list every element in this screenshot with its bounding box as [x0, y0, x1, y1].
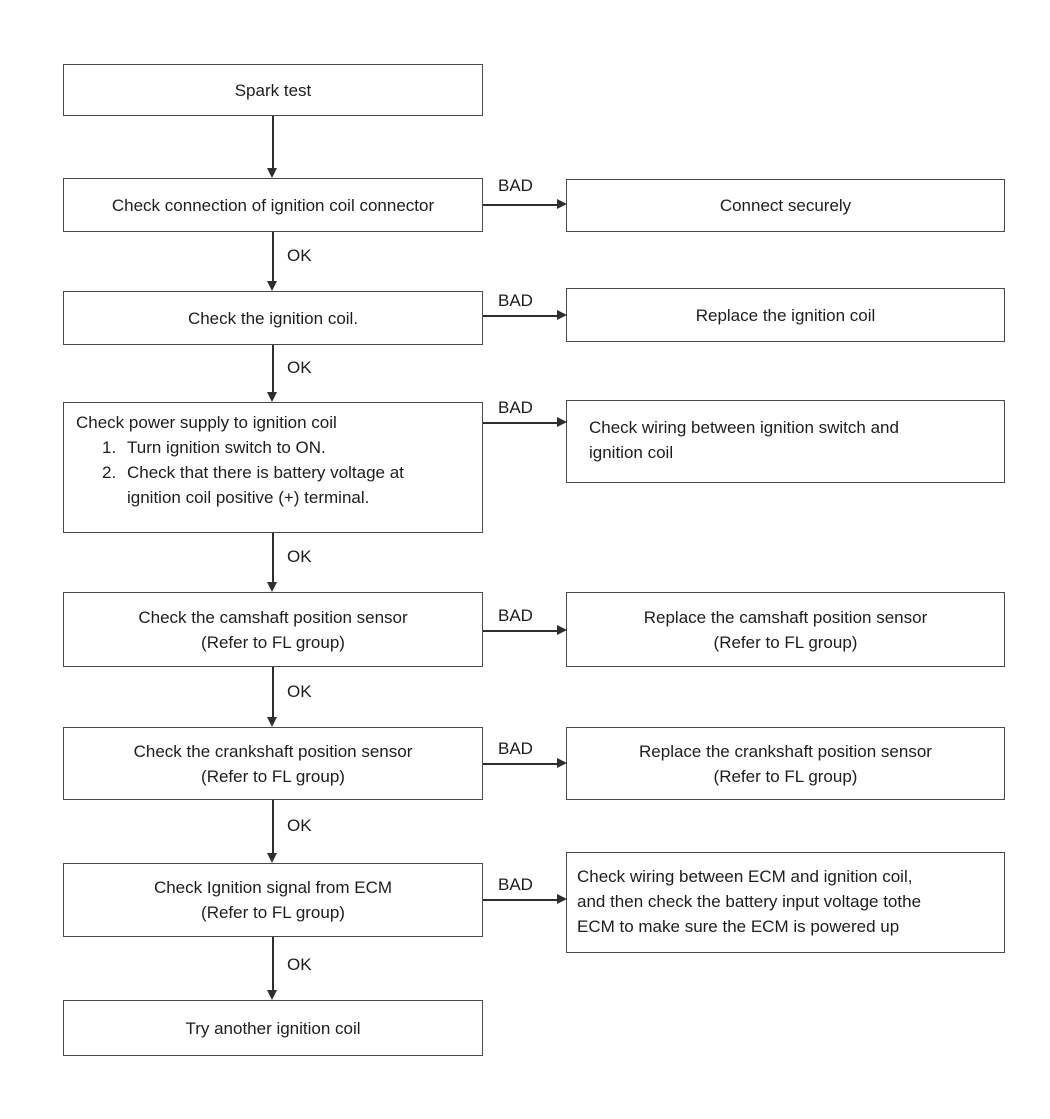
node-check-ignition-coil-label: Check the ignition coil.	[187, 308, 359, 328]
node-replace-camshaft-line1: Replace the camshaft position sensor	[643, 607, 928, 627]
arrow-down-icon	[267, 168, 277, 178]
node-check-ecm-signal: Check Ignition signal from ECM (Refer to…	[63, 863, 483, 937]
bad-label: BAD	[498, 176, 533, 195]
node-replace-ignition-coil-label: Replace the ignition coil	[695, 305, 876, 325]
wiring-ecm-line3: ECM to make sure the ECM is powered up	[577, 917, 900, 936]
connector-v6-line	[272, 800, 274, 854]
node-check-crankshaft-line1: Check the crankshaft position sensor	[133, 741, 413, 761]
node-replace-camshaft-line2: (Refer to FL group)	[713, 632, 858, 652]
list-number: 1.	[102, 438, 117, 457]
arrow-down-icon	[267, 392, 277, 402]
connector-h3-line	[483, 315, 558, 317]
node-check-wiring-ignition-switch: Check wiring between ignition switch and…	[566, 400, 1005, 483]
power-supply-step-1: 1. Turn ignition switch to ON.	[76, 435, 472, 460]
connector-h7-line	[483, 899, 558, 901]
node-check-camshaft-sensor: Check the camshaft position sensor (Refe…	[63, 592, 483, 667]
node-spark-test-label: Spark test	[234, 80, 312, 100]
node-try-another-coil: Try another ignition coil	[63, 1000, 483, 1056]
node-check-ecm-signal-line2: (Refer to FL group)	[201, 903, 345, 922]
power-supply-title: Check power supply to ignition coil	[76, 413, 337, 432]
connector-v5-line	[272, 667, 274, 718]
arrow-down-icon	[267, 990, 277, 1000]
connector-v1-line	[272, 116, 274, 169]
bad-label: BAD	[498, 739, 533, 758]
node-check-connector-label: Check connection of ignition coil connec…	[111, 195, 435, 215]
bad-label: BAD	[498, 398, 533, 417]
connector-v3-line	[272, 345, 274, 393]
connector-v2-line	[272, 232, 274, 282]
ok-label: OK	[287, 246, 312, 265]
wiring-ecm-line2: and then check the battery input voltage…	[577, 892, 922, 911]
arrow-right-icon	[557, 310, 567, 320]
node-check-crankshaft-line2: (Refer to FL group)	[201, 766, 345, 786]
connector-v4-line	[272, 533, 274, 583]
connector-h6-line	[483, 763, 558, 765]
node-replace-crankshaft-line1: Replace the crankshaft position sensor	[639, 741, 932, 761]
node-replace-ignition-coil: Replace the ignition coil	[566, 288, 1005, 342]
bad-label: BAD	[498, 875, 533, 894]
node-check-camshaft-line2: (Refer to FL group)	[201, 632, 345, 652]
node-check-ecm-signal-line1: Check Ignition signal from ECM	[153, 878, 393, 897]
wiring-switch-line2: ignition coil	[589, 443, 674, 462]
ok-label: OK	[287, 682, 312, 701]
node-connect-securely: Connect securely	[566, 179, 1005, 232]
arrow-right-icon	[557, 417, 567, 427]
arrow-right-icon	[557, 199, 567, 209]
node-check-wiring-ecm: Check wiring between ECM and ignition co…	[566, 852, 1005, 953]
node-replace-crankshaft-line2: (Refer to FL group)	[713, 766, 858, 786]
arrow-down-icon	[267, 853, 277, 863]
list-text: Turn ignition switch to ON.	[127, 438, 326, 457]
ok-label: OK	[287, 358, 312, 377]
ok-label: OK	[287, 547, 312, 566]
wiring-switch-line1: Check wiring between ignition switch and	[589, 418, 899, 437]
list-text: Check that there is battery voltage at	[127, 463, 404, 482]
ok-label: OK	[287, 955, 312, 974]
arrow-down-icon	[267, 281, 277, 291]
list-number: 2.	[102, 463, 117, 482]
node-spark-test: Spark test	[63, 64, 483, 116]
wiring-ecm-line1: Check wiring between ECM and ignition co…	[577, 867, 913, 886]
node-connect-securely-label: Connect securely	[719, 196, 852, 215]
node-check-camshaft-line1: Check the camshaft position sensor	[138, 607, 408, 627]
ok-label: OK	[287, 816, 312, 835]
node-check-ignition-coil: Check the ignition coil.	[63, 291, 483, 345]
power-supply-content: Check power supply to ignition coil 1. T…	[64, 403, 482, 510]
bad-label: BAD	[498, 606, 533, 625]
power-supply-step-2: 2. Check that there is battery voltage a…	[76, 460, 472, 510]
arrow-down-icon	[267, 582, 277, 592]
node-check-crankshaft-sensor: Check the crankshaft position sensor (Re…	[63, 727, 483, 800]
list-text: ignition coil positive (+) terminal.	[127, 488, 370, 507]
arrow-down-icon	[267, 717, 277, 727]
node-replace-crankshaft-sensor: Replace the crankshaft position sensor (…	[566, 727, 1005, 800]
connector-h4-line	[483, 422, 558, 424]
node-try-another-coil-label: Try another ignition coil	[185, 1018, 361, 1038]
connector-h2-line	[483, 204, 558, 206]
arrow-right-icon	[557, 625, 567, 635]
node-replace-camshaft-sensor: Replace the camshaft position sensor (Re…	[566, 592, 1005, 667]
node-check-connector: Check connection of ignition coil connec…	[63, 178, 483, 232]
arrow-right-icon	[557, 758, 567, 768]
bad-label: BAD	[498, 291, 533, 310]
node-check-power-supply: Check power supply to ignition coil 1. T…	[63, 402, 483, 533]
connector-v7-line	[272, 937, 274, 991]
arrow-right-icon	[557, 894, 567, 904]
connector-h5-line	[483, 630, 558, 632]
